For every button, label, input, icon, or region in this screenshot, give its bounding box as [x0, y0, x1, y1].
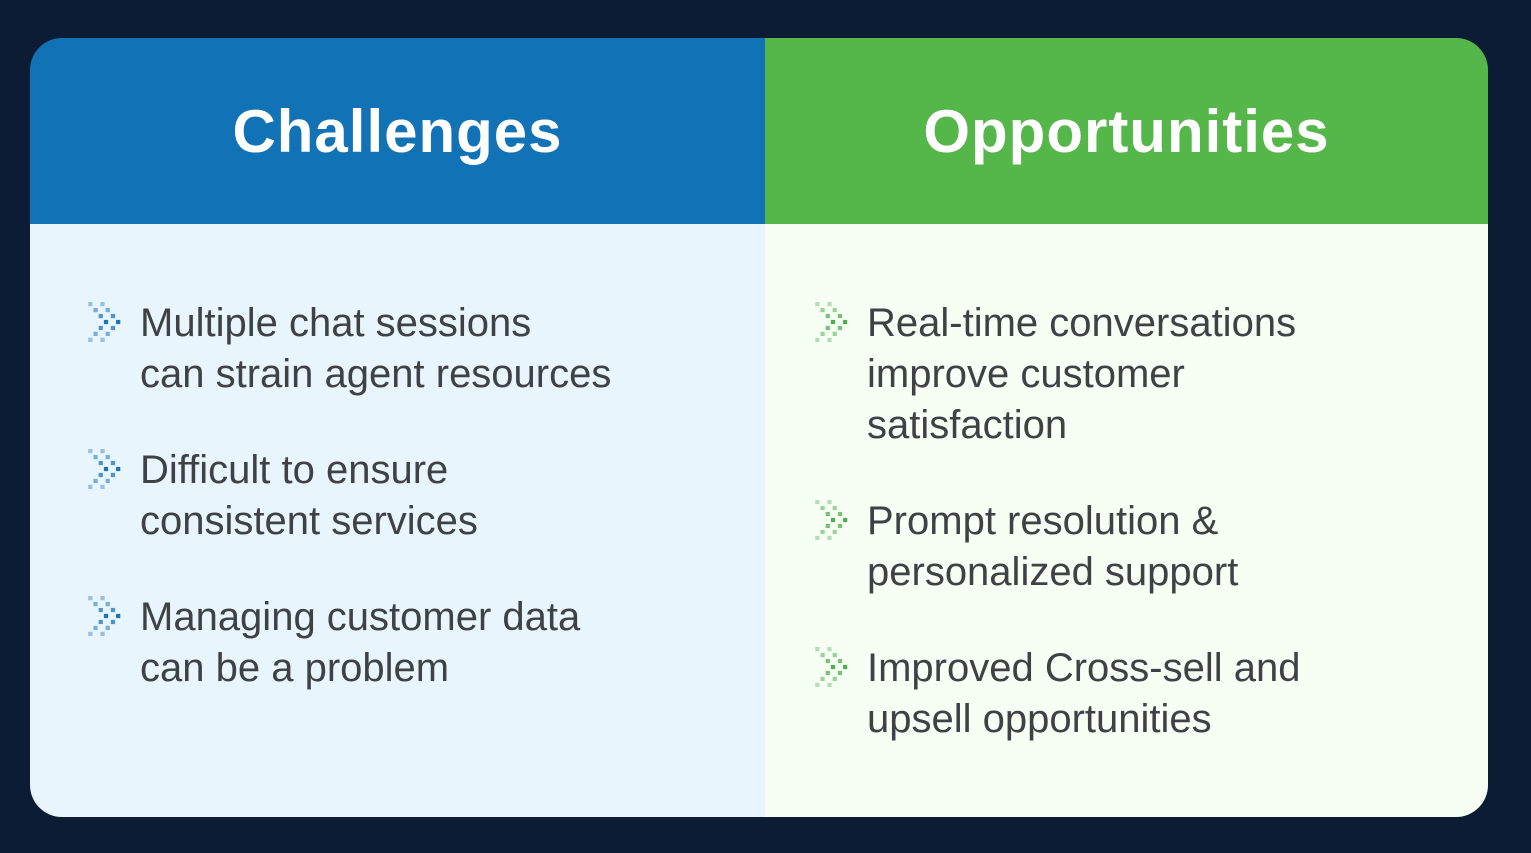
opportunities-title: Opportunities	[923, 97, 1330, 165]
dotted-double-chevron-right-icon	[88, 302, 122, 343]
list-item: Prompt resolution &personalized support	[815, 496, 1460, 598]
dotted-double-chevron-right-icon	[815, 302, 849, 343]
list-item-text: Prompt resolution &personalized support	[867, 499, 1239, 594]
dotted-double-chevron-right-icon	[815, 500, 849, 541]
challenges-header: Challenges	[30, 38, 765, 224]
opportunities-header: Opportunities	[765, 38, 1488, 224]
dotted-double-chevron-right-icon	[88, 596, 122, 637]
challenges-title: Challenges	[232, 97, 563, 165]
dotted-double-chevron-right-icon	[88, 449, 122, 490]
dotted-double-chevron-right-icon	[815, 647, 849, 688]
